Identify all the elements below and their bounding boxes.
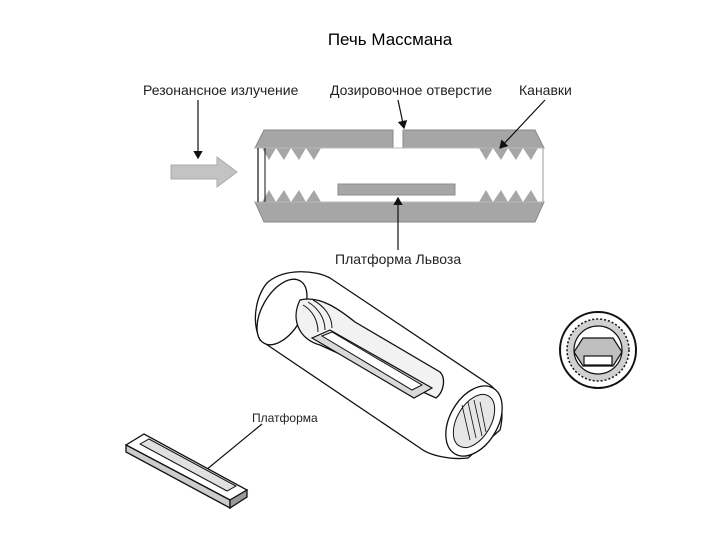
- platform-side-right: [229, 488, 248, 510]
- radiation-arrow: [170, 156, 238, 188]
- label-dosing-hole: Дозировочное отверстие: [330, 82, 493, 98]
- tube-right-grooves: [461, 399, 487, 441]
- tube-inner-rings-left: [302, 304, 319, 333]
- furnace-tube-3d: [254, 271, 503, 460]
- label-platform: Платформа: [252, 411, 318, 425]
- top-wall: [254, 129, 545, 149]
- platform-recess: [138, 438, 238, 492]
- bottom-grooves-left: [262, 190, 321, 202]
- pointer-grooves: [499, 99, 546, 149]
- tube-right-end-inner: [452, 393, 496, 449]
- label-resonant-radiation: Резонансное излучение: [143, 82, 299, 98]
- label-lvov-platform: Платформа Львоза: [335, 251, 462, 267]
- tube-inner-rings-left-3: [312, 299, 333, 329]
- label-grooves: Канавки: [519, 82, 572, 98]
- separate-platform: [124, 433, 249, 510]
- tube-platform-slot: [320, 331, 424, 391]
- top-grooves-right: [479, 148, 538, 160]
- diagram-title: Печь Массмана: [327, 30, 453, 49]
- furnace-end-view: [559, 311, 637, 389]
- pointer-dosing: [397, 99, 408, 130]
- bottom-grooves-right: [479, 190, 538, 202]
- bottom-wall: [254, 201, 545, 223]
- lvov-platform: [337, 183, 456, 196]
- furnace-cross-section: [170, 99, 546, 250]
- end-view-platform: [583, 355, 613, 366]
- top-grooves-left: [262, 148, 321, 160]
- pointer-platform: [205, 423, 263, 471]
- tube-inner-rings-left-2: [307, 301, 326, 331]
